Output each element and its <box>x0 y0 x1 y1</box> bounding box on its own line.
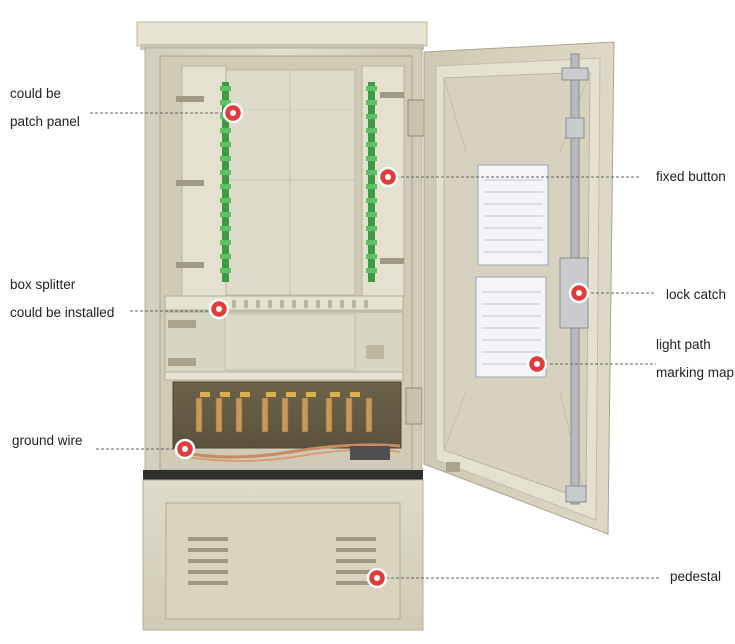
marker-lock-catch <box>568 282 590 304</box>
pedestal-vents <box>188 537 376 585</box>
label-ground-wire: ground wire <box>12 433 83 448</box>
label-light-path-line1: light path <box>656 337 711 352</box>
marker-light-path <box>526 353 548 375</box>
label-fixed-button: fixed button <box>656 169 726 184</box>
marker-box-splitter <box>208 298 230 320</box>
cabinet-roof <box>136 21 428 47</box>
label-lock-catch: lock catch <box>666 287 727 302</box>
label-box-splitter-line2: could be installed <box>10 305 115 320</box>
label-box-splitter-line1: box splitter <box>10 277 76 292</box>
marker-patch-panel <box>222 102 244 124</box>
label-patch-panel-line2: patch panel <box>10 114 80 129</box>
ground-wire-cable <box>177 443 401 459</box>
leader-lines <box>90 112 660 579</box>
right-adapter-column <box>366 82 377 282</box>
upper-hinge <box>407 99 425 137</box>
marker-fixed-button <box>377 166 399 188</box>
label-light-path-line2: marking map <box>656 365 735 380</box>
label-pedestal: pedestal <box>670 569 722 584</box>
marker-pedestal <box>366 567 388 589</box>
marking-map-sheet-top <box>477 164 549 266</box>
label-patch-panel-line1: could be <box>10 86 62 101</box>
lower-hinge <box>405 387 423 425</box>
marker-dots <box>174 102 590 589</box>
marker-ground-wire <box>174 438 196 460</box>
